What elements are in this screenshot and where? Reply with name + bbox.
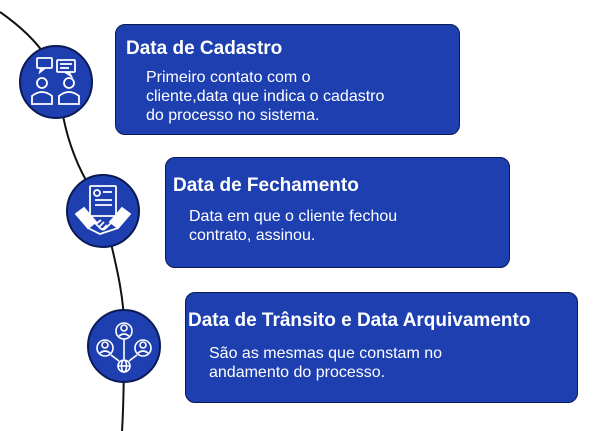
card-description-line: Primeiro contato com o [146, 69, 311, 86]
card-description-line: andamento do processo. [209, 364, 386, 381]
people-network-icon [96, 322, 152, 373]
card-title: Data de Cadastro [126, 38, 283, 59]
icon-circle-cadastro [19, 45, 93, 119]
card-data-cadastro: Data de Cadastro Primeiro contato com o … [115, 24, 460, 135]
meeting-chat-icon [31, 57, 80, 105]
card-data-fechamento: Data de Fechamento Data em que o cliente… [165, 157, 510, 268]
card-description-line: contrato, assinou. [189, 227, 316, 244]
card-description-line: Data em que o cliente fechou [189, 208, 398, 225]
card-description: Primeiro contato com o cliente,data que … [146, 68, 384, 125]
card-title: Data de Trânsito e Data Arquivamento [188, 310, 531, 331]
card-description-line: cliente,data que indica o cadastro [146, 88, 385, 105]
card-description-line: São as mesmas que constam no [209, 345, 443, 362]
card-description-line: do processo no sistema. [146, 107, 320, 124]
icon-circle-fechamento [66, 174, 140, 248]
icon-circle-transito [87, 309, 161, 383]
card-description: Data em que o cliente fechou contrato, a… [189, 207, 397, 245]
card-title: Data de Fechamento [173, 175, 359, 196]
handshake-contract-icon [74, 185, 132, 235]
card-description: São as mesmas que constam no andamento d… [209, 344, 442, 382]
card-data-transito-arquivamento: Data de Trânsito e Data Arquivamento São… [185, 292, 578, 403]
